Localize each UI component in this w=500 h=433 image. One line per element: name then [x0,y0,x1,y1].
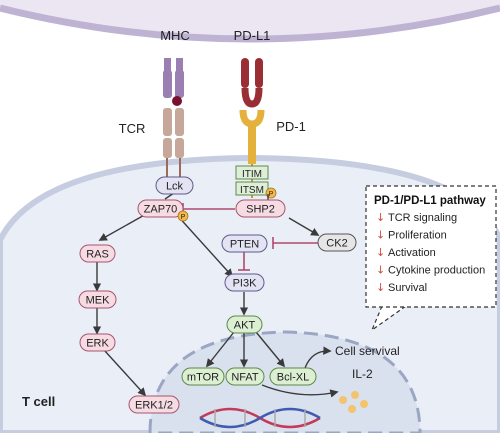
itim-motif: ITIM [235,165,269,180]
pdl1-label: PD-L1 [234,28,271,43]
callout-item: TCR signaling [388,212,457,224]
callout-box [365,185,497,308]
callout-item: Proliferation [388,230,447,242]
svg-text:Bcl-XL: Bcl-XL [277,372,309,384]
node-nfat: NFAT [225,367,265,386]
pdl1-molecule [241,58,263,108]
t-cell-label: T cell [22,394,55,409]
node-zap70: ZAP70 [137,199,184,218]
node-shp2: SHP2 [235,199,286,218]
svg-text:NFAT: NFAT [231,372,259,384]
down-arrow-icon: ↓ [376,246,385,259]
callout-item: Survival [388,282,427,294]
node-ras: RAS [79,244,116,263]
callout-title: PD-1/PD-L1 pathway [374,195,486,207]
apc-membrane [0,4,500,43]
svg-text:Lck: Lck [166,181,184,193]
node-erk12: ERK1/2 [128,395,180,414]
dna-helix [199,407,321,429]
svg-text:mTOR: mTOR [187,372,219,384]
svg-text:ZAP70: ZAP70 [144,204,178,216]
down-arrow-icon: ↓ [376,211,385,224]
il2-molecules [339,391,368,413]
svg-text:ERK1/2: ERK1/2 [135,400,173,412]
zap70-phospho-badge: P [177,210,189,222]
pd1-label: PD-1 [276,119,306,134]
node-mek: MEK [78,290,117,309]
node-lck: Lck [155,176,194,195]
svg-text:PTEN: PTEN [230,239,259,251]
svg-text:ERK: ERK [86,338,109,350]
callout-item: Activation [388,247,436,259]
svg-text:ITSM: ITSM [240,185,264,196]
svg-text:SHP2: SHP2 [246,204,275,216]
svg-text:PI3K: PI3K [233,278,258,290]
down-arrow-icon: ↓ [376,264,385,277]
node-akt: AKT [226,315,263,334]
node-pten: PTEN [221,234,268,253]
node-pi3k: PI3K [224,273,265,292]
svg-text:P: P [269,191,274,198]
down-arrow-icon: ↓ [376,281,385,294]
node-mtor: mTOR [181,367,225,386]
svg-text:RAS: RAS [86,249,109,261]
node-ck2: CK2 [317,233,357,252]
itsm-motif: ITSM [235,181,269,196]
svg-text:CK2: CK2 [326,238,347,250]
down-arrow-icon: ↓ [376,229,385,242]
node-bclxl: Bcl-XL [269,367,317,386]
tcr-label: TCR [119,121,146,136]
svg-text:P: P [181,214,186,221]
mhc-molecule [163,58,184,106]
cell-survival-label: Cell servival [335,344,400,358]
callout-pointer [370,305,407,332]
callout-item: Cytokine production [388,265,485,277]
callout-items: ↓TCR signaling↓Proliferation↓Activation↓… [376,211,485,294]
svg-text:MEK: MEK [86,295,111,307]
mhc-label: MHC [160,28,190,43]
svg-text:ITIM: ITIM [242,169,262,180]
svg-text:AKT: AKT [234,320,256,332]
il2-label: IL-2 [352,367,373,381]
connectors [92,192,339,398]
node-erk: ERK [79,333,116,352]
tcr-molecule [163,108,184,178]
